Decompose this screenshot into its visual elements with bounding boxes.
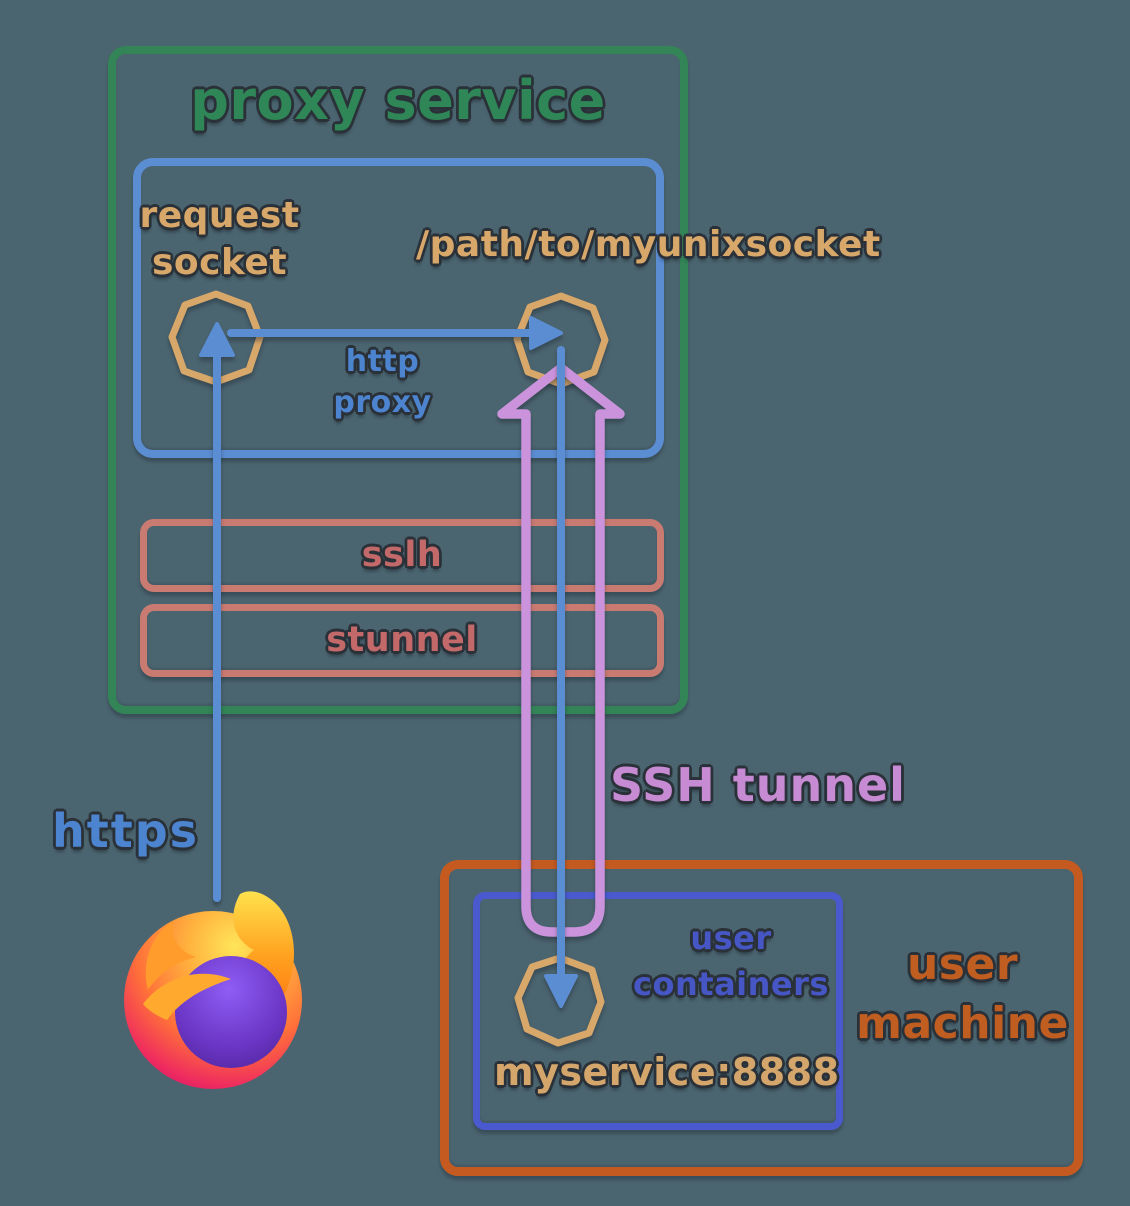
user-containers-box bbox=[473, 892, 843, 1130]
sslh-label: sslh bbox=[361, 534, 443, 575]
request-socket-label: request socket bbox=[139, 195, 300, 283]
http-proxy-box bbox=[133, 158, 664, 458]
ssh-tunnel-label: SSH tunnel bbox=[610, 758, 906, 812]
https-label: https bbox=[52, 804, 200, 858]
ssh-tunnel-arrow bbox=[497, 363, 625, 937]
stunnel-label: stunnel bbox=[326, 619, 478, 660]
proxy-service-title: proxy service bbox=[190, 69, 606, 132]
user-containers-title: user containers bbox=[633, 919, 829, 1004]
myservice-label: myservice:8888 bbox=[494, 1050, 840, 1094]
stunnel-layer-box: stunnel bbox=[140, 604, 664, 677]
http-proxy-arrow-head bbox=[529, 316, 563, 350]
user-machine-box bbox=[440, 860, 1083, 1176]
https-arrow-head bbox=[199, 322, 235, 357]
user-machine-title: user machine bbox=[856, 939, 1069, 1050]
http-proxy-arrow-label: http proxy bbox=[333, 344, 432, 420]
myservice-socket-circle bbox=[514, 954, 605, 1047]
proxy-service-box bbox=[108, 46, 688, 714]
firefox-logo-icon bbox=[124, 891, 302, 1089]
unix-socket-path-label: /path/to/myunixsocket bbox=[416, 224, 881, 265]
tunnel-traffic-arrow-head bbox=[544, 974, 578, 1008]
sslh-layer-box: sslh bbox=[140, 519, 664, 592]
